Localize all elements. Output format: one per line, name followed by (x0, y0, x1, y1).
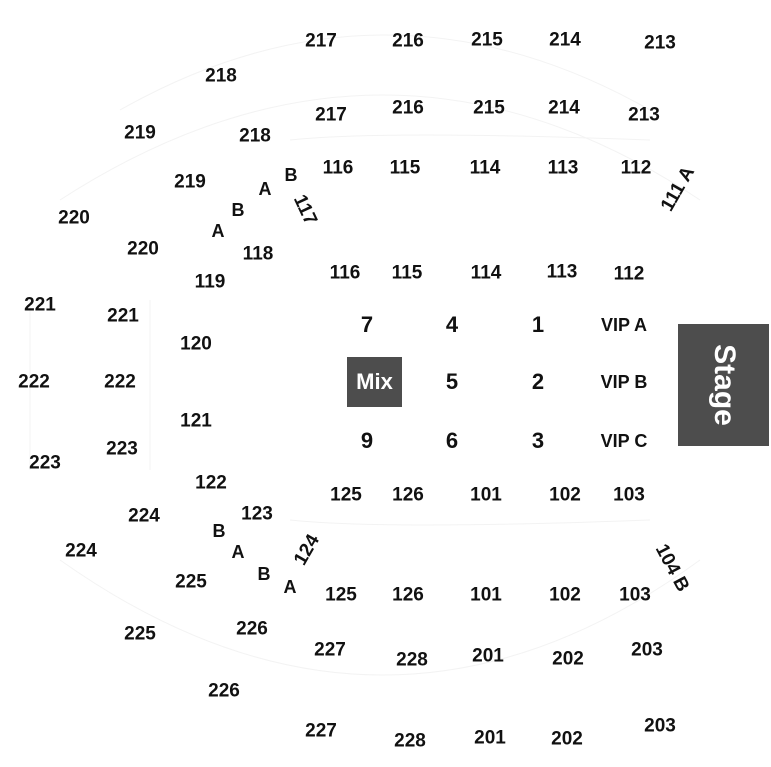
section-225[interactable]: 225 (124, 623, 156, 645)
section-221[interactable]: 221 (107, 305, 139, 327)
section-216[interactable]: 216 (392, 30, 424, 52)
section-226[interactable]: 226 (236, 618, 268, 640)
section-202[interactable]: 202 (551, 728, 583, 750)
section-101[interactable]: 101 (470, 584, 502, 606)
section-121[interactable]: 121 (180, 410, 212, 432)
section-214[interactable]: 214 (548, 97, 580, 119)
section-214[interactable]: 214 (549, 29, 581, 51)
section-228[interactable]: 228 (396, 649, 428, 671)
row-b[interactable]: B (257, 564, 271, 584)
section-112[interactable]: 112 (620, 157, 652, 179)
floor-section-6[interactable]: 6 (445, 428, 459, 453)
section-111-a[interactable]: 111 A (656, 163, 700, 215)
section-219[interactable]: 219 (174, 171, 206, 193)
section-203[interactable]: 203 (631, 639, 663, 661)
section-115[interactable]: 115 (391, 262, 423, 284)
section-103[interactable]: 103 (619, 584, 651, 606)
section-116[interactable]: 116 (322, 157, 354, 179)
section-114[interactable]: 114 (469, 157, 501, 179)
section-101[interactable]: 101 (470, 484, 502, 506)
section-224[interactable]: 224 (65, 540, 97, 562)
row-a[interactable]: A (211, 221, 225, 241)
floor-section-7[interactable]: 7 (360, 312, 374, 337)
section-125[interactable]: 125 (325, 584, 357, 606)
section-203[interactable]: 203 (644, 715, 676, 737)
vip-section-a[interactable]: VIP A (600, 315, 648, 335)
section-116[interactable]: 116 (329, 262, 361, 284)
section-114[interactable]: 114 (470, 262, 502, 284)
row-a[interactable]: A (283, 577, 297, 597)
section-125[interactable]: 125 (330, 484, 362, 506)
section-201[interactable]: 201 (472, 645, 504, 667)
section-213[interactable]: 213 (644, 32, 676, 54)
section-126[interactable]: 126 (392, 484, 424, 506)
section-228[interactable]: 228 (394, 730, 426, 752)
section-201[interactable]: 201 (474, 727, 506, 749)
section-225[interactable]: 225 (175, 571, 207, 593)
section-102[interactable]: 102 (549, 584, 581, 606)
section-104-b[interactable]: 104 B (650, 540, 694, 596)
section-224[interactable]: 224 (128, 505, 160, 527)
section-227[interactable]: 227 (314, 639, 346, 661)
section-117[interactable]: 117 (289, 191, 321, 229)
section-226[interactable]: 226 (208, 680, 240, 702)
section-217[interactable]: 217 (305, 30, 337, 52)
section-221[interactable]: 221 (24, 294, 56, 316)
section-124[interactable]: 124 (289, 531, 325, 569)
section-223[interactable]: 223 (106, 438, 138, 460)
vip-section-c[interactable]: VIP C (600, 431, 648, 451)
section-115[interactable]: 115 (389, 157, 421, 179)
section-220[interactable]: 220 (127, 238, 159, 260)
section-123[interactable]: 123 (241, 503, 273, 525)
section-119[interactable]: 119 (194, 271, 226, 293)
section-215[interactable]: 215 (473, 97, 505, 119)
section-113[interactable]: 113 (546, 261, 578, 283)
floor-section-4[interactable]: 4 (445, 312, 459, 337)
floor-section-1[interactable]: 1 (531, 312, 545, 337)
mix-booth[interactable]: Mix (347, 357, 402, 407)
row-b[interactable]: B (212, 521, 226, 541)
stage: Stage (678, 324, 769, 446)
section-222[interactable]: 222 (18, 371, 50, 393)
section-216[interactable]: 216 (392, 97, 424, 119)
stage-label: Stage (707, 344, 741, 426)
section-112[interactable]: 112 (613, 263, 645, 285)
row-b[interactable]: B (284, 165, 298, 185)
section-215[interactable]: 215 (471, 29, 503, 51)
row-b[interactable]: B (231, 200, 245, 220)
section-218[interactable]: 218 (205, 65, 237, 87)
floor-section-5[interactable]: 5 (445, 369, 459, 394)
section-126[interactable]: 126 (392, 584, 424, 606)
section-120[interactable]: 120 (180, 333, 212, 355)
mix-label: Mix (356, 369, 393, 394)
section-218[interactable]: 218 (239, 125, 271, 147)
section-220[interactable]: 220 (58, 207, 90, 229)
row-a[interactable]: A (231, 542, 245, 562)
section-103[interactable]: 103 (613, 484, 645, 506)
section-202[interactable]: 202 (552, 648, 584, 670)
row-a[interactable]: A (258, 179, 272, 199)
section-217[interactable]: 217 (315, 104, 347, 126)
floor-section-2[interactable]: 2 (531, 369, 545, 394)
section-223[interactable]: 223 (29, 452, 61, 474)
floor-section-9[interactable]: 9 (360, 428, 374, 453)
section-102[interactable]: 102 (549, 484, 581, 506)
section-113[interactable]: 113 (547, 157, 579, 179)
section-122[interactable]: 122 (195, 472, 227, 494)
floor-section-3[interactable]: 3 (531, 428, 545, 453)
section-222[interactable]: 222 (104, 371, 136, 393)
section-118[interactable]: 118 (242, 243, 274, 265)
section-213[interactable]: 213 (628, 104, 660, 126)
vip-section-b[interactable]: VIP B (600, 372, 648, 392)
section-219[interactable]: 219 (124, 122, 156, 144)
section-227[interactable]: 227 (305, 720, 337, 742)
